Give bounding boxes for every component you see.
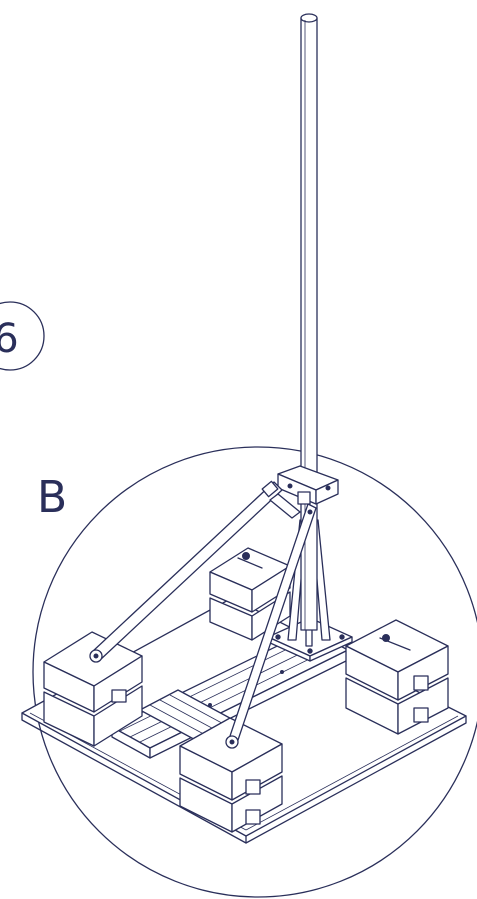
step-callout: 6 (0, 301, 45, 371)
ballast-block-right (345, 619, 449, 735)
detail-label: B (37, 472, 67, 523)
strut-fittings (89, 509, 313, 749)
step-number: 6 (0, 316, 19, 362)
detail-circle (32, 446, 477, 898)
ballast-block-left (43, 631, 143, 747)
